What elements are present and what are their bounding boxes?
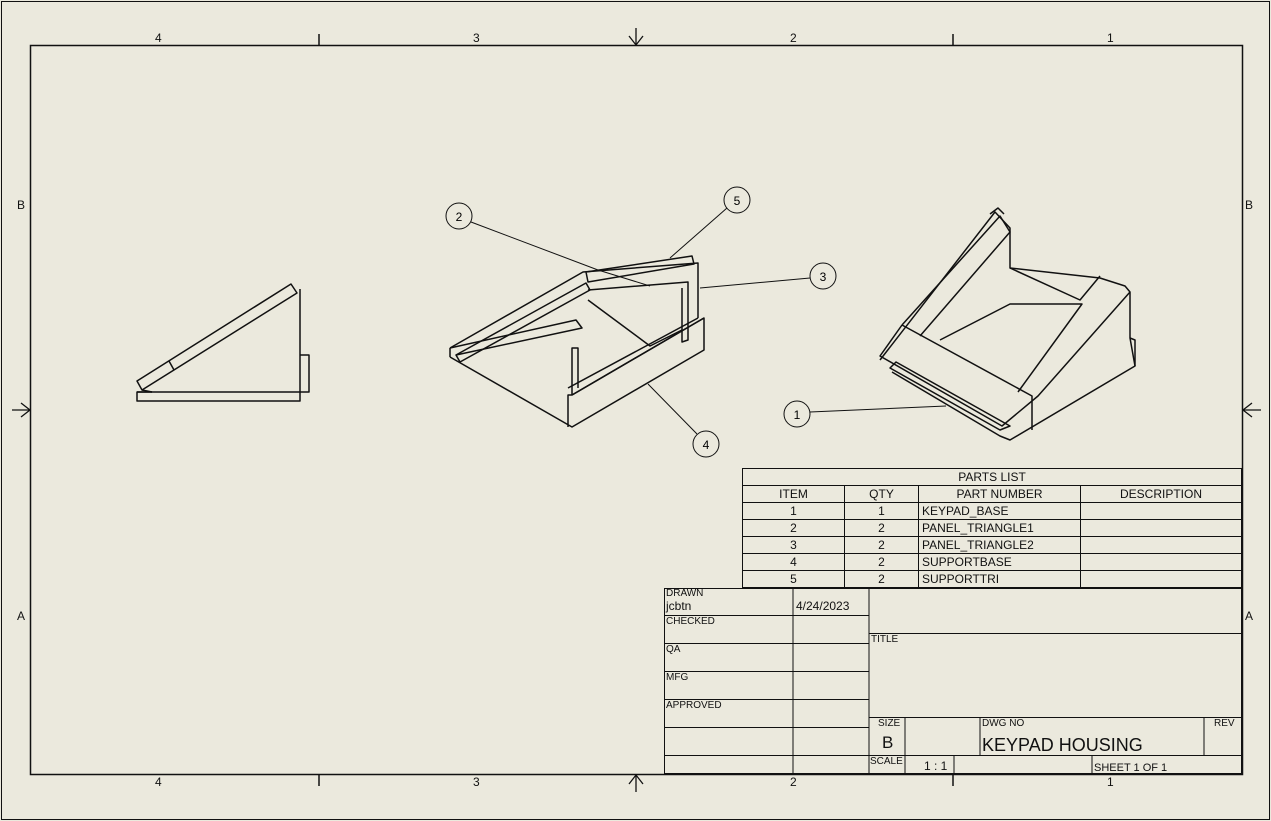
balloon-1-label: 1 [794,408,801,422]
scale-value: 1 : 1 [924,759,948,773]
zone-ticks [318,34,954,786]
balloon-3-label: 3 [820,270,827,284]
header-item: ITEM [742,485,845,503]
dwg-no-label: DWG NO [982,718,1025,729]
rev-label: REV [1214,718,1235,729]
header-qty: QTY [844,485,919,503]
drawn-label: DRAWN [666,588,704,599]
parts-list-table: PARTS LIST ITEM QTY PART NUMBER DESCRIPT… [742,468,1242,588]
checked-label: CHECKED [666,616,715,627]
title-block-grid [664,588,1242,774]
parts-row: 1 1 KEYPAD_BASE [742,502,1242,520]
cell-desc [1080,553,1242,571]
zone-col-1-bottom: 1 [1107,775,1114,789]
cell-part: SUPPORTBASE [918,553,1081,571]
header-part-number: PART NUMBER [918,485,1081,503]
approved-label: APPROVED [666,700,722,711]
zone-col-2-bottom: 2 [790,775,797,789]
cell-part: KEYPAD_BASE [918,502,1081,520]
cell-item: 1 [742,502,845,520]
parts-list-title: PARTS LIST [742,468,1242,486]
parts-row: 2 2 PANEL_TRIANGLE1 [742,519,1242,537]
zone-row-b-left: B [17,198,25,212]
cell-desc [1080,502,1242,520]
balloon-3: 3 [699,262,837,290]
cell-item: 5 [742,570,845,588]
parts-row: 5 2 SUPPORTTRI [742,570,1242,588]
side-view [136,283,310,402]
drawn-by: jcbtn [666,599,692,613]
cell-item: 2 [742,519,845,537]
zone-col-3-bottom: 3 [473,775,480,789]
cell-item: 3 [742,536,845,554]
centering-marks [12,28,1261,792]
balloon-4-label: 4 [703,438,710,452]
scale-label: SCALE [870,756,903,767]
zone-col-4-bottom: 4 [155,775,162,789]
zone-col-2-top: 2 [790,31,797,45]
zone-row-a-left: A [17,609,25,623]
cell-qty: 2 [844,536,919,554]
cell-item: 4 [742,553,845,571]
cell-part: SUPPORTTRI [918,570,1081,588]
size-value: B [882,733,894,752]
sheet-value: SHEET 1 OF 1 [1094,762,1168,774]
parts-row: 4 2 SUPPORTBASE [742,553,1242,571]
zone-col-1-top: 1 [1107,31,1114,45]
zone-col-3-top: 3 [473,31,480,45]
zone-row-b-right: B [1245,198,1253,212]
balloon-5: 5 [669,186,751,259]
title-block: DRAWN jcbtn 4/24/2023 CHECKED QA MFG APP… [664,588,1242,774]
cell-qty: 2 [844,570,919,588]
balloon-2-label: 2 [456,210,463,224]
cell-desc [1080,536,1242,554]
zone-col-4-top: 4 [155,31,162,45]
header-description: DESCRIPTION [1080,485,1242,503]
title-label: TITLE [871,634,899,645]
cell-part: PANEL_TRIANGLE1 [918,519,1081,537]
drawn-date: 4/24/2023 [796,599,850,613]
cell-qty: 1 [844,502,919,520]
mfg-label: MFG [666,672,689,683]
cell-qty: 2 [844,553,919,571]
size-label: SIZE [878,718,901,729]
cell-desc [1080,570,1242,588]
cell-qty: 2 [844,519,919,537]
cell-part: PANEL_TRIANGLE2 [918,536,1081,554]
balloon-1: 1 [783,400,947,428]
balloon-5-label: 5 [734,194,741,208]
iso-view-right [879,207,1136,441]
zone-row-a-right: A [1245,609,1253,623]
balloon-4: 4 [647,383,720,458]
iso-view-center [449,255,705,428]
parts-row: 3 2 PANEL_TRIANGLE2 [742,536,1242,554]
cell-desc [1080,519,1242,537]
balloon-2: 2 [445,202,651,287]
qa-label: QA [666,644,681,655]
dwg-no-value: KEYPAD HOUSING [982,735,1143,755]
